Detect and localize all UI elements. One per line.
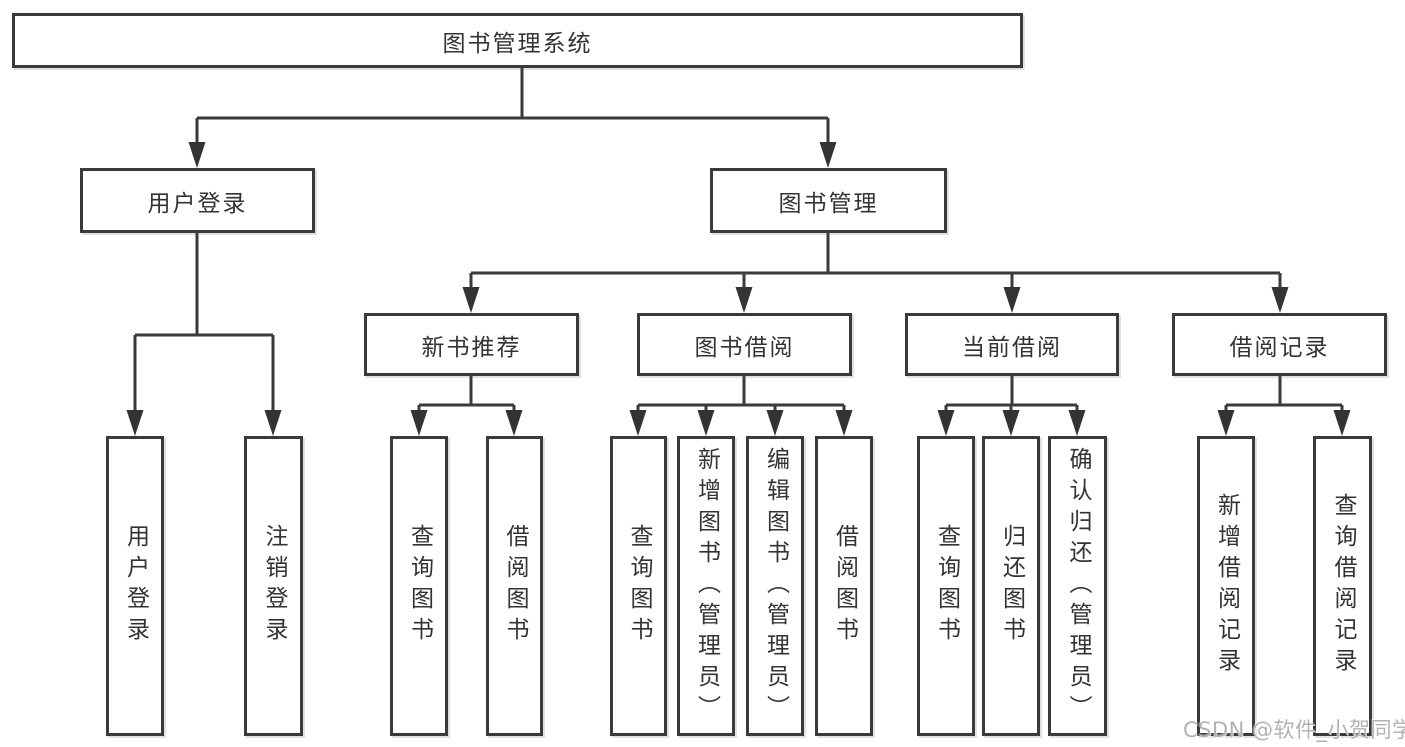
node-leaf-bb-edit-books-admin-label: 编辑图书（管理员） <box>762 446 789 726</box>
node-current-borrow: 当前借阅 <box>905 313 1119 376</box>
node-leaf-nb-borrow-books: 借阅图书 <box>486 436 543 736</box>
node-leaf-nb-query-books: 查询图书 <box>390 436 448 736</box>
node-borrow-records-label: 借阅记录 <box>1229 334 1330 361</box>
node-leaf-nb-query-books-label: 查询图书 <box>406 524 433 648</box>
csdn-watermark: CSDN @软件_小贺同学 <box>1183 714 1405 744</box>
node-leaf-bb-add-books-admin-label: 新增图书（管理员） <box>693 446 720 726</box>
connector-bookmgmt-to-level3 <box>469 233 1282 289</box>
connector-currentborrow-to-leaves <box>944 376 1079 412</box>
node-leaf-bb-query-books-label: 查询图书 <box>626 524 652 648</box>
arrowhead-bookmgmt-to-level3 <box>462 287 1289 313</box>
node-leaf-br-query-record-label: 查询借阅记录 <box>1330 493 1356 679</box>
node-leaf-br-add-record-label: 新增借阅记录 <box>1213 493 1240 679</box>
node-book-management-label: 图书管理 <box>778 190 879 217</box>
node-leaf-user-login-label: 用户登录 <box>122 524 149 648</box>
node-root-system: 图书管理系统 <box>12 13 1023 68</box>
arrowhead-userlogin-to-leaves <box>126 410 282 436</box>
node-leaf-cb-confirm-return-admin: 确认归还（管理员） <box>1048 436 1107 736</box>
node-book-borrow: 图书借阅 <box>637 313 852 376</box>
connector-root-to-level2 <box>195 68 830 144</box>
node-leaf-cb-return-books: 归还图书 <box>982 436 1040 736</box>
arrowhead-newbooks-to-leaves <box>410 410 523 436</box>
csdn-watermark-text: CSDN @软件_小贺同学 <box>1183 718 1405 742</box>
node-leaf-bb-borrow-books: 借阅图书 <box>815 436 873 736</box>
arrowhead-bookborrow-to-leaves <box>629 410 853 436</box>
node-leaf-logout: 注销登录 <box>244 436 303 736</box>
arrowhead-currentborrow-to-leaves <box>937 410 1086 436</box>
arrowhead-root-to-level2 <box>188 142 837 168</box>
node-user-login-branch-label: 用户登录 <box>147 190 248 217</box>
node-current-borrow-label: 当前借阅 <box>962 334 1062 361</box>
node-book-management: 图书管理 <box>710 168 947 233</box>
arrowhead-borrowrecords-to-leaves <box>1217 410 1351 436</box>
node-borrow-records: 借阅记录 <box>1172 313 1387 376</box>
node-leaf-cb-query-books-label: 查询图书 <box>933 524 960 648</box>
connector-borrowrecords-to-leaves <box>1224 376 1344 412</box>
node-leaf-user-login: 用户登录 <box>106 436 164 736</box>
node-leaf-nb-borrow-books-label: 借阅图书 <box>502 524 528 648</box>
node-leaf-br-add-record: 新增借阅记录 <box>1197 436 1255 736</box>
node-leaf-cb-query-books: 查询图书 <box>917 436 975 736</box>
node-user-login-branch: 用户登录 <box>80 168 315 233</box>
node-leaf-cb-return-books-label: 归还图书 <box>998 524 1025 648</box>
node-book-borrow-label: 图书借阅 <box>694 334 795 361</box>
node-new-book-recommend: 新书推荐 <box>364 313 579 376</box>
node-root-system-label: 图书管理系统 <box>442 30 593 57</box>
node-leaf-bb-borrow-books-label: 借阅图书 <box>831 524 858 648</box>
node-leaf-bb-add-books-admin: 新增图书（管理员） <box>677 436 735 736</box>
node-leaf-logout-label: 注销登录 <box>261 524 287 648</box>
node-leaf-bb-edit-books-admin: 编辑图书（管理员） <box>746 436 804 736</box>
connector-userlogin-to-leaves <box>133 233 275 412</box>
node-leaf-br-query-record: 查询借阅记录 <box>1313 436 1372 736</box>
connector-bookborrow-to-leaves <box>636 376 846 412</box>
node-leaf-bb-query-books: 查询图书 <box>610 436 667 736</box>
node-leaf-cb-confirm-return-admin-label: 确认归还（管理员） <box>1065 446 1091 726</box>
node-new-book-recommend-label: 新书推荐 <box>421 334 522 361</box>
connector-newbooks-to-leaves <box>417 376 516 412</box>
